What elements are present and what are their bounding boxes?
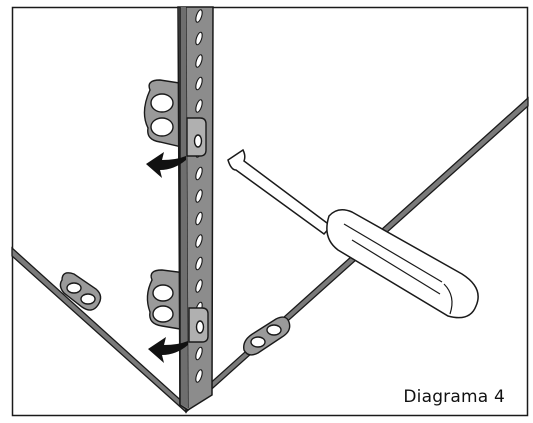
rail-slot (195, 9, 203, 23)
vertical-rail (177, 6, 214, 411)
hook-clips (186, 117, 209, 343)
frame-border (11, 6, 529, 417)
lower-rail-bracket (146, 269, 187, 331)
rotate-arrow-icon (146, 152, 188, 363)
rail-slot (195, 54, 203, 68)
rail-slot (195, 189, 203, 203)
rail-slot (195, 76, 203, 91)
rail-slot (195, 166, 203, 181)
rail-slot (195, 346, 203, 361)
upper-bracket (143, 79, 187, 149)
rail-slot (195, 369, 203, 383)
bracket-left-hole-1 (66, 282, 82, 294)
rail-slot (195, 234, 203, 248)
bracket-left-hole-2 (80, 293, 96, 305)
diagram-caption: Diagrama 4 (403, 387, 505, 407)
rail-slot (195, 31, 203, 46)
rail-slot (195, 211, 203, 226)
lower-brackets (59, 272, 291, 356)
screwdriver-icon (227, 148, 479, 319)
bracket-right-hole-1 (250, 336, 266, 348)
bracket-right-hole-2 (266, 324, 282, 336)
rail-slot (195, 256, 203, 271)
rail-slot (195, 279, 203, 293)
rail-slot (195, 99, 203, 113)
